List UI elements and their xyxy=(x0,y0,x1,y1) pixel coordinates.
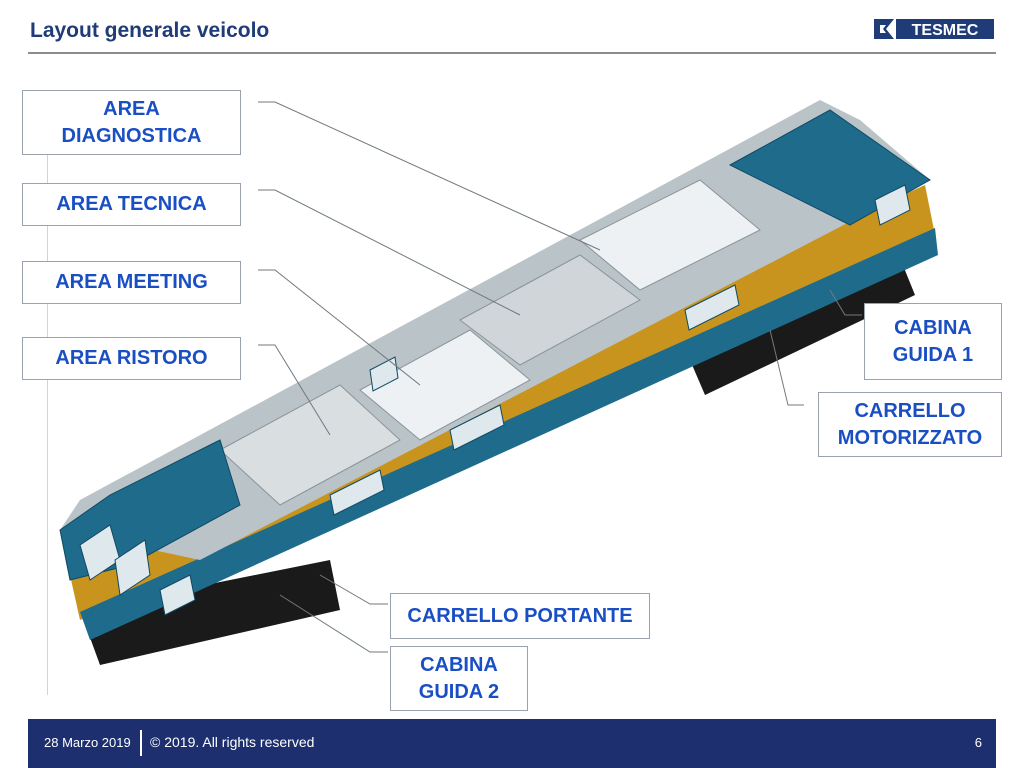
label-area-ristoro: AREA RISTORO xyxy=(22,337,241,380)
title-divider xyxy=(28,52,996,54)
footer-copyright: © 2019. All rights reserved xyxy=(150,734,315,750)
page-title: Layout generale veicolo xyxy=(30,19,270,42)
footer-date: 28 Marzo 2019 xyxy=(44,735,131,750)
footer-separator xyxy=(140,730,142,756)
label-area-tecnica: AREA TECNICA xyxy=(22,183,241,226)
label-area-meeting: AREA MEETING xyxy=(22,261,241,304)
leader-lines xyxy=(258,101,862,653)
label-carrello-portante: CARRELLO PORTANTE xyxy=(390,593,650,639)
footer-bar: 28 Marzo 2019 © 2019. All rights reserve… xyxy=(28,719,996,768)
tesmec-logo: TESMEC xyxy=(872,16,996,42)
page-number: 6 xyxy=(974,735,982,750)
left-guide-line xyxy=(47,90,48,695)
interior-ristoro xyxy=(219,384,401,506)
logo-text: TESMEC xyxy=(912,22,979,39)
label-area-diagnostica: AREA DIAGNOSTICA xyxy=(22,90,241,155)
cab-1 xyxy=(728,109,931,226)
label-carrello-motorizzato: CARRELLO MOTORIZZATO xyxy=(818,392,1002,457)
interior-diagnostica xyxy=(579,179,761,291)
train-windows xyxy=(79,184,911,616)
undercarriage xyxy=(80,258,915,665)
label-cabina-guida-1: CABINA GUIDA 1 xyxy=(864,303,1002,380)
interior-tecnica xyxy=(459,254,641,366)
train-skirt xyxy=(80,228,938,640)
label-cabina-guida-2: CABINA GUIDA 2 xyxy=(390,646,528,711)
interior-meeting xyxy=(359,329,531,441)
